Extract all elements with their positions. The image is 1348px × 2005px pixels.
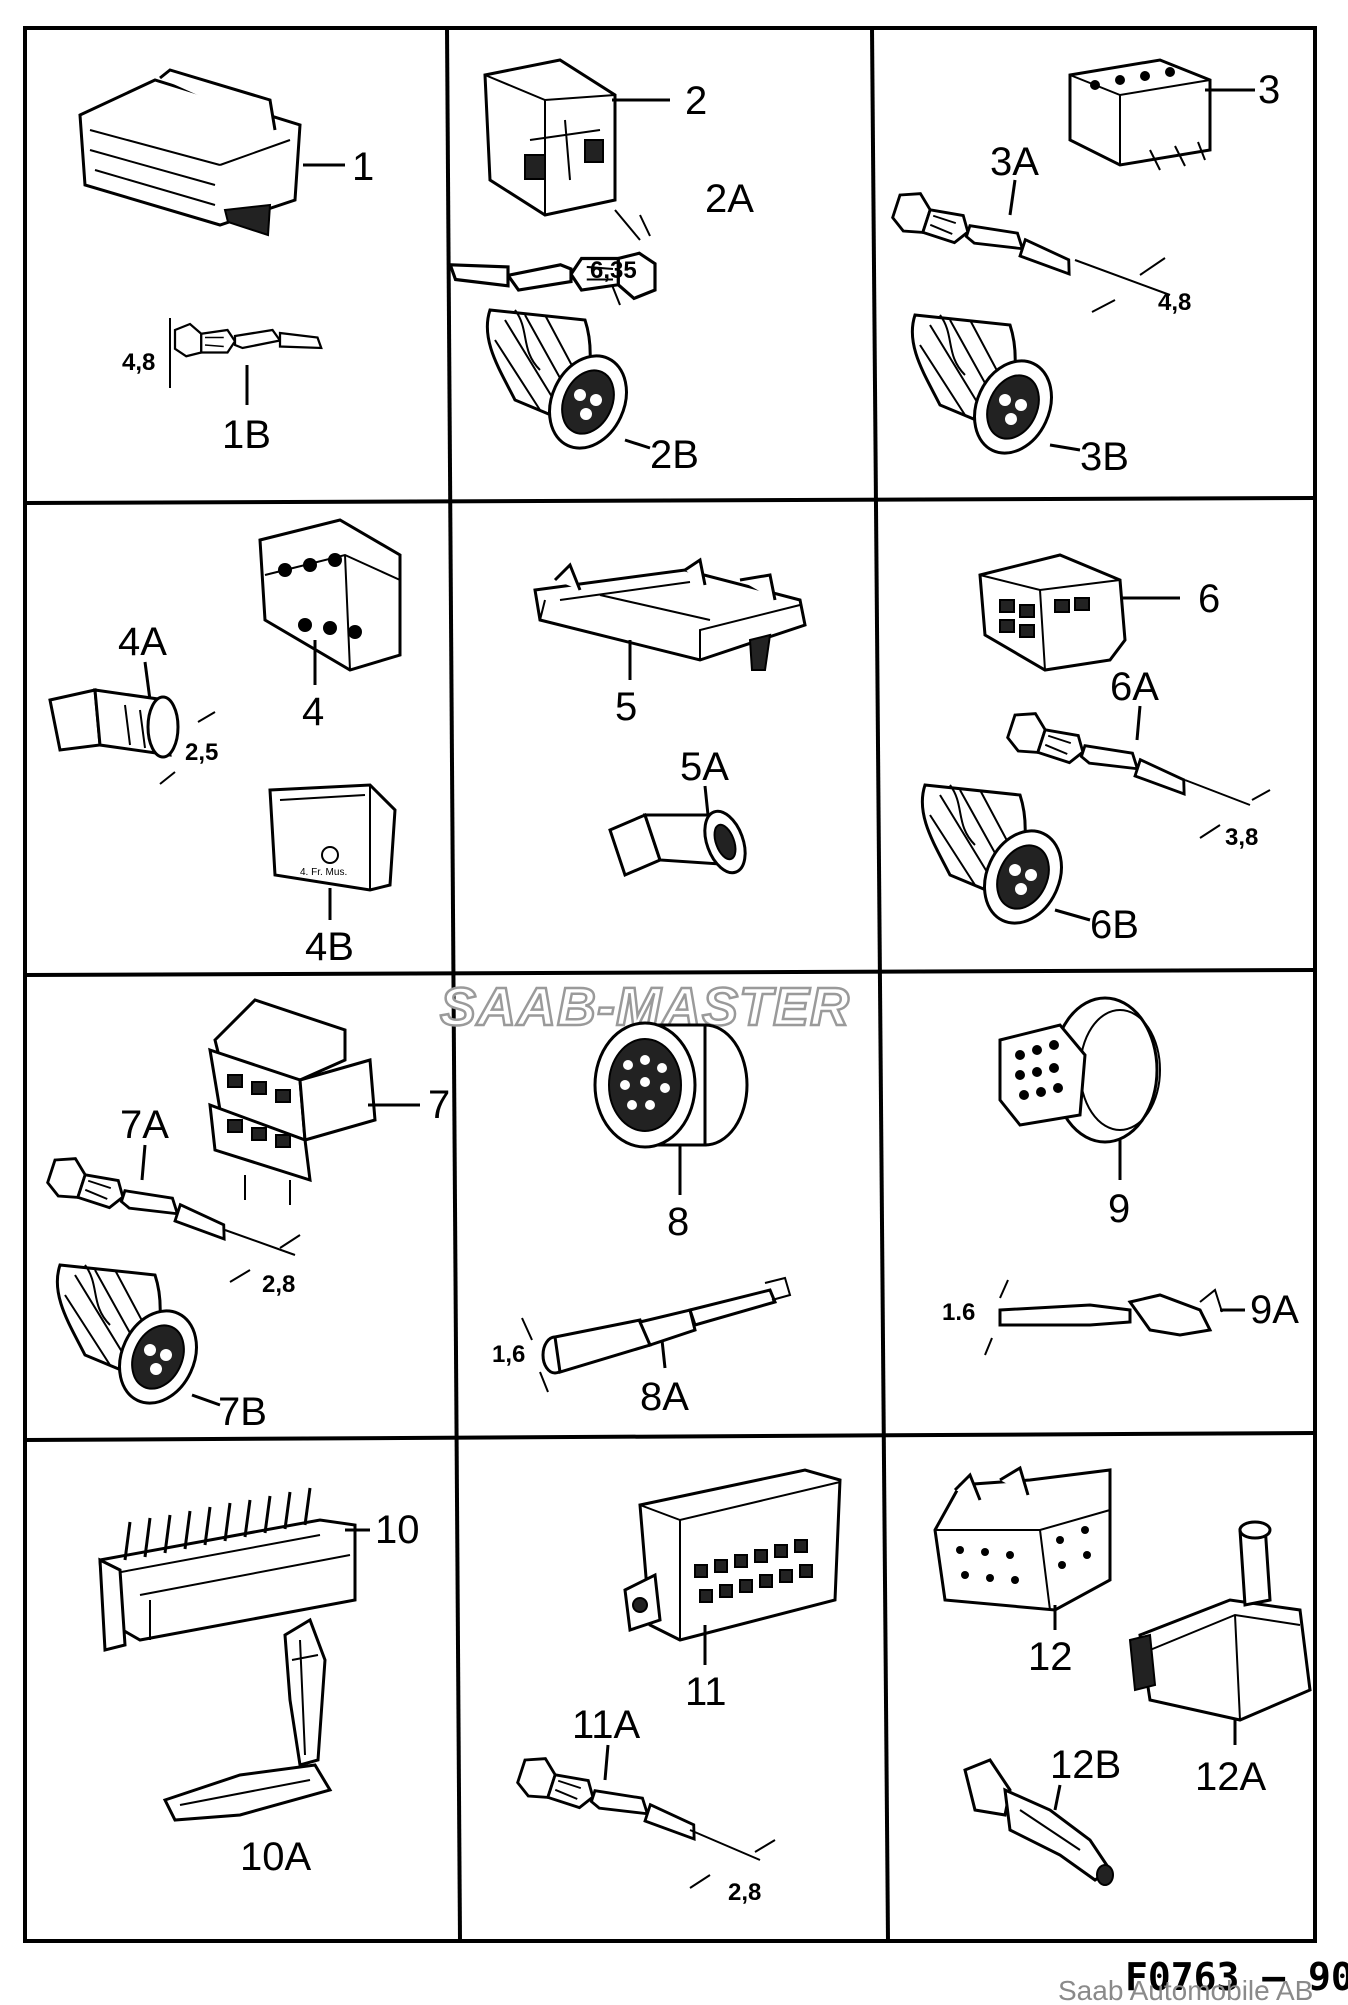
label-4A: 4A	[118, 620, 167, 664]
terminal-2A-drawing	[448, 209, 657, 300]
cell-part-10: 10 10A	[98, 1487, 420, 1879]
cell-part-9: 9 1.6 9A	[942, 996, 1299, 1356]
label-1: 1	[352, 145, 374, 189]
housing-5-drawing	[533, 557, 807, 671]
label-12B: 12B	[1050, 1743, 1121, 1787]
label-5A: 5A	[680, 745, 729, 789]
label-6B: 6B	[1090, 903, 1139, 947]
label-11A: 11A	[572, 1703, 641, 1747]
terminal-3A-drawing	[888, 186, 1171, 296]
dimension-7A: 2,8	[262, 1271, 295, 1298]
label-7A: 7A	[120, 1103, 169, 1147]
dimension-4A: 2,5	[185, 739, 218, 766]
label-3A: 3A	[990, 140, 1039, 184]
dimension-6A: 3,8	[1225, 824, 1258, 851]
label-5: 5	[615, 685, 637, 729]
terminal-5A-drawing	[608, 809, 747, 878]
dimension-3A: 4,8	[1158, 289, 1191, 316]
connector-4-drawing	[258, 518, 402, 672]
figure-code: F0763 – 9000	[1125, 1955, 1348, 1999]
cell-part-5: 5 5A	[533, 557, 807, 878]
label-3: 3	[1258, 68, 1280, 112]
label-2B: 2B	[650, 433, 699, 477]
cell-part-11: 11 11A 2,8	[513, 1468, 842, 1906]
label-10A: 10A	[240, 1835, 311, 1879]
connector-8-drawing	[593, 1021, 749, 1149]
cell-part-6: 6 6A 3,8 6B	[920, 553, 1271, 947]
dimension-11A: 2,8	[728, 1879, 761, 1906]
copyright-text: Saab Automobile AB	[1058, 1975, 1313, 2005]
label-10: 10	[375, 1508, 420, 1552]
housing-2-drawing	[483, 58, 617, 217]
label-8A: 8A	[640, 1375, 689, 1419]
label-6: 6	[1198, 577, 1220, 621]
dimension-8A: 1,6	[492, 1341, 525, 1368]
terminal-7A-drawing	[43, 1151, 296, 1256]
label-3B: 3B	[1080, 435, 1129, 479]
svg-text:4. Fr. Mus.: 4. Fr. Mus.	[300, 867, 347, 878]
dimension-2A: 6,35	[590, 257, 637, 284]
label-4B: 4B	[305, 925, 354, 969]
cell-part-7: 7 7A 2,8 7B	[43, 998, 450, 1434]
label-9A: 9A	[1250, 1288, 1299, 1332]
cover-4B-drawing: 4. Fr. Mus.	[268, 783, 397, 892]
label-4: 4	[302, 690, 324, 734]
label-12: 12	[1028, 1635, 1073, 1679]
label-8: 8	[667, 1200, 689, 1244]
terminal-8A-drawing	[541, 1276, 792, 1375]
label-9: 9	[1108, 1187, 1130, 1231]
dimension-1B: 4,8	[122, 349, 155, 376]
terminal-9A-drawing	[998, 1288, 1223, 1337]
label-11: 11	[685, 1670, 727, 1714]
connector-11-drawing	[623, 1468, 842, 1642]
connector-9-drawing	[998, 996, 1161, 1144]
connector-10-drawing	[98, 1487, 357, 1652]
cell-part-12: 12 12A 12B	[933, 1465, 1312, 1886]
connector-1-drawing	[78, 68, 302, 237]
label-1B: 1B	[222, 413, 271, 457]
housing-6-drawing	[978, 553, 1127, 672]
housing-12-drawing	[933, 1465, 1112, 1612]
housing-7-drawing	[208, 998, 377, 1205]
label-7: 7	[428, 1083, 450, 1127]
cell-part-2: 2 6,35 2A 2B	[448, 58, 754, 477]
terminal-4A-drawing	[48, 688, 180, 759]
cell-part-3: 3 3A 4,8 3B	[888, 58, 1280, 479]
terminal-11A-drawing	[513, 1751, 761, 1861]
dimension-9A: 1.6	[942, 1299, 975, 1326]
housing-12A-drawing	[1128, 1520, 1312, 1722]
terminal-12B-drawing	[963, 1758, 1114, 1886]
cell-part-4: 4 4A 2,5 4. Fr. Mus. 4B	[48, 518, 402, 969]
housing-3-drawing	[1068, 58, 1212, 171]
terminal-6A-drawing	[1003, 706, 1251, 806]
label-6A: 6A	[1110, 665, 1159, 709]
label-7B: 7B	[218, 1390, 267, 1434]
label-12A: 12A	[1195, 1755, 1266, 1799]
label-2A: 2A	[705, 177, 754, 221]
grid-frame	[23, 26, 1317, 1943]
label-2: 2	[685, 79, 707, 123]
cell-part-1: 1 4,8 1B	[78, 68, 374, 457]
cell-part-8: 8 1,6 8A	[492, 1021, 792, 1419]
terminal-10A-drawing	[162, 1617, 333, 1822]
